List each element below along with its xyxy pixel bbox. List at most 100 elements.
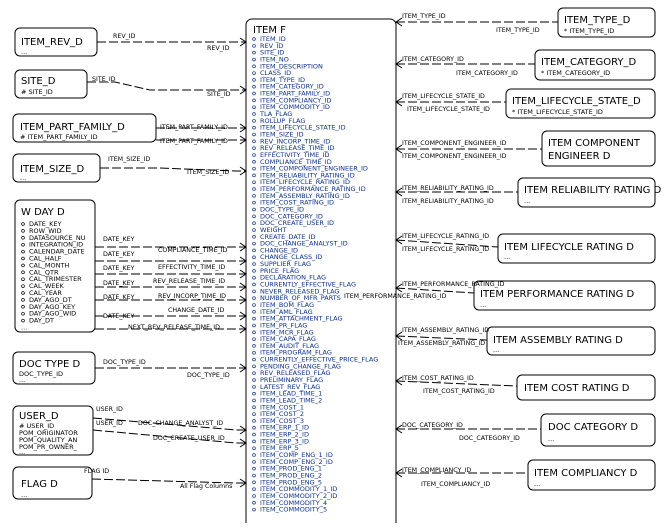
- center-column: ITEM_COMPONENT_ENGINEER_ID: [260, 165, 368, 173]
- entity-line: ...: [19, 376, 25, 384]
- right-entity[interactable]: ITEM PERFORMANCE RATING D ...: [473, 280, 656, 311]
- column-bullet-icon: [252, 330, 256, 335]
- link-label: ITEM_PART_FAMILY_ID: [160, 124, 228, 131]
- link-label: ITEM_PART_FAMILY_ID: [160, 138, 228, 145]
- right-entity[interactable]: DOC CATEGORY D ...: [540, 413, 656, 447]
- column-bullet-icon: [252, 64, 256, 69]
- column-bullet-icon: [252, 446, 256, 450]
- left-entity[interactable]: ITEM_PART_FAMILY_D # ITEM_PART_FAMILY_ID: [12, 113, 157, 143]
- right-entity[interactable]: ITEM_TYPE_D * ITEM_TYPE_ID: [557, 7, 656, 38]
- column-bullet-icon: [252, 507, 256, 512]
- column-bullet-icon: [252, 78, 256, 82]
- cardinality-marks: [239, 17, 403, 488]
- right-entity[interactable]: ITEM RELIABILITY RATING D ...: [517, 177, 662, 208]
- entity-line: DATASOURCE_NU: [29, 234, 86, 242]
- entity-title: ITEM LIFECYCLE RATING D: [504, 242, 634, 253]
- link-label: ITEM_SIZE_ID: [108, 156, 150, 163]
- entity-line: CAL_HALF: [29, 255, 62, 263]
- center-column: TLA_FLAG: [259, 110, 292, 118]
- column-bullet-icon: [252, 44, 256, 48]
- entity-title-line: ITEM COMPONENT: [548, 138, 641, 149]
- link-label: ITEM_ASSEMBLY_RATING_ID: [398, 340, 485, 347]
- entity-line: POM_PR_OWNER_: [19, 443, 78, 451]
- left-entity[interactable]: W DAY D DATE_KEYROW_WIDDATASOURCE_NUINTE…: [14, 199, 96, 333]
- link-label: ITEM_COMPONENT_ENGINEER_ID: [402, 153, 507, 160]
- entity-line: DAY_AGO_DT: [29, 296, 72, 304]
- column-bullet-icon: [252, 453, 256, 457]
- entity-line: ...: [20, 174, 26, 182]
- column-bullet-icon: [252, 50, 256, 55]
- column-bullet-icon: [21, 222, 25, 226]
- right-entity[interactable]: ITEM COST RATING D: [516, 374, 656, 401]
- entity-line: CALENDAR_DATE: [29, 248, 85, 256]
- entity-title: FLAG D: [21, 479, 58, 490]
- column-bullet-icon: [252, 200, 256, 205]
- entity-line: DAY_AGO_WID: [29, 310, 76, 318]
- left-entity[interactable]: SITE_D # SITE_ID: [14, 69, 88, 99]
- center-column: ITEM_COMPLIANCY_ID: [260, 96, 331, 104]
- center-column: PRICE_FLAG: [260, 267, 299, 275]
- column-bullet-icon: [252, 275, 256, 280]
- entity-title: ITEM_PART_FAMILY_D: [20, 122, 125, 133]
- column-bullet-icon: [252, 132, 256, 137]
- center-column: ITEM_LIFECYCLE_STATE_ID: [260, 124, 346, 132]
- entity-line: ROW_WID: [29, 227, 62, 235]
- entity-line: POM_ORIGINATOR: [19, 429, 78, 437]
- left-entity[interactable]: DOC TYPE D DOC_TYPE_ID ...: [12, 351, 96, 385]
- entity-line: INTEGRATION_ID: [29, 241, 83, 249]
- column-bullet-icon: [252, 207, 256, 212]
- column-bullet-icon: [21, 311, 25, 316]
- center-column: ITEM_ERP_2_ID: [260, 431, 309, 439]
- center-column: ITEM_SIZE_ID: [260, 130, 304, 138]
- column-bullet-icon: [21, 298, 25, 302]
- link-label: SITE_ID: [92, 76, 116, 83]
- link-label: USER_ID: [96, 420, 123, 427]
- link-label: ITEM_LIFECYCLE_RATING_ID: [402, 246, 489, 253]
- link-label: USER_ID: [96, 406, 123, 413]
- entity-line: # USER_ID: [19, 422, 54, 430]
- link-label: NEXT_REV_RELEASE_TIME_ID: [128, 324, 220, 331]
- center-column: CURRENTLY_EFFECTIVE_FLAG: [260, 281, 356, 289]
- right-entity[interactable]: ITEM COMPONENT ENGINEER D: [541, 130, 656, 167]
- entity-title: ITEM PERFORMANCE RATING D: [480, 289, 635, 300]
- column-bullet-icon: [252, 194, 256, 198]
- center-column: REV_INCORP_TIME_ID: [260, 137, 330, 145]
- column-bullet-icon: [252, 460, 256, 464]
- column-bullet-icon: [21, 242, 25, 247]
- center-column: ITEM_CAPA_FLAG: [260, 335, 316, 343]
- left-entity[interactable]: USER_D # USER_ID POM_ORIGINATOR POM_QUAL…: [12, 405, 94, 456]
- entity-title: ITEM_SIZE_D: [20, 164, 84, 175]
- column-bullet-icon: [252, 419, 256, 423]
- center-column: ITEM_AML_FLAG: [260, 308, 313, 316]
- center-column: ITEM_COMMODITY_ID: [260, 103, 330, 111]
- right-entity[interactable]: ITEM ASSEMBLY RATING D ...: [486, 326, 656, 356]
- column-bullet-icon: [252, 112, 256, 116]
- right-entity[interactable]: ITEM COMPLIANCY D ...: [527, 459, 656, 491]
- center-column: ITEM_COMMODITY_4: [260, 499, 327, 507]
- link-label: ITEM_COST_RATING_ID: [423, 388, 495, 395]
- center-entity[interactable]: ITEM F ITEM_IDREV_IDSITE_IDITEM_NOITEM_D…: [245, 18, 397, 527]
- center-column: DECLARATION_FLAG: [260, 274, 326, 282]
- center-column: REV_RELEASE_TIME_ID: [260, 144, 334, 152]
- link-label: ITEM_LIFECYCLE_STATE_ID: [402, 93, 485, 100]
- entity-line: ...: [548, 435, 554, 443]
- center-column: REV_ID: [260, 42, 283, 50]
- left-entity[interactable]: FLAG D ...: [12, 466, 93, 500]
- right-entity[interactable]: ITEM_CATEGORY_D * ITEM_CATEGORY_ID: [534, 49, 656, 81]
- center-column: ITEM_PROD_ENG_5: [260, 478, 322, 486]
- entity-title: W DAY D: [21, 207, 65, 218]
- link-label: DATE_KEY: [103, 251, 135, 258]
- column-bullet-icon: [21, 318, 25, 323]
- entity-column-list: DATE_KEYROW_WIDDATASOURCE_NUINTEGRATION_…: [21, 220, 86, 332]
- column-bullet-icon: [252, 296, 256, 300]
- left-entity[interactable]: ITEM_REV_D ...: [14, 27, 98, 57]
- column-bullet-icon: [252, 125, 256, 130]
- entity-line: CAL_YEAR: [29, 289, 62, 297]
- right-entity[interactable]: ITEM LIFECYCLE RATING D ...: [497, 233, 656, 264]
- link-label: REV_INCORP_TIME_ID: [158, 293, 226, 300]
- center-column: LATEST_REV_FLAG: [260, 383, 320, 391]
- left-entity[interactable]: ITEM_SIZE_D ...: [12, 153, 101, 183]
- right-entity[interactable]: ITEM_LIFECYCLE_STATE_D * ITEM_LIFECYCLE_…: [505, 88, 656, 119]
- column-bullet-icon: [252, 310, 256, 314]
- column-bullet-icon: [252, 37, 256, 41]
